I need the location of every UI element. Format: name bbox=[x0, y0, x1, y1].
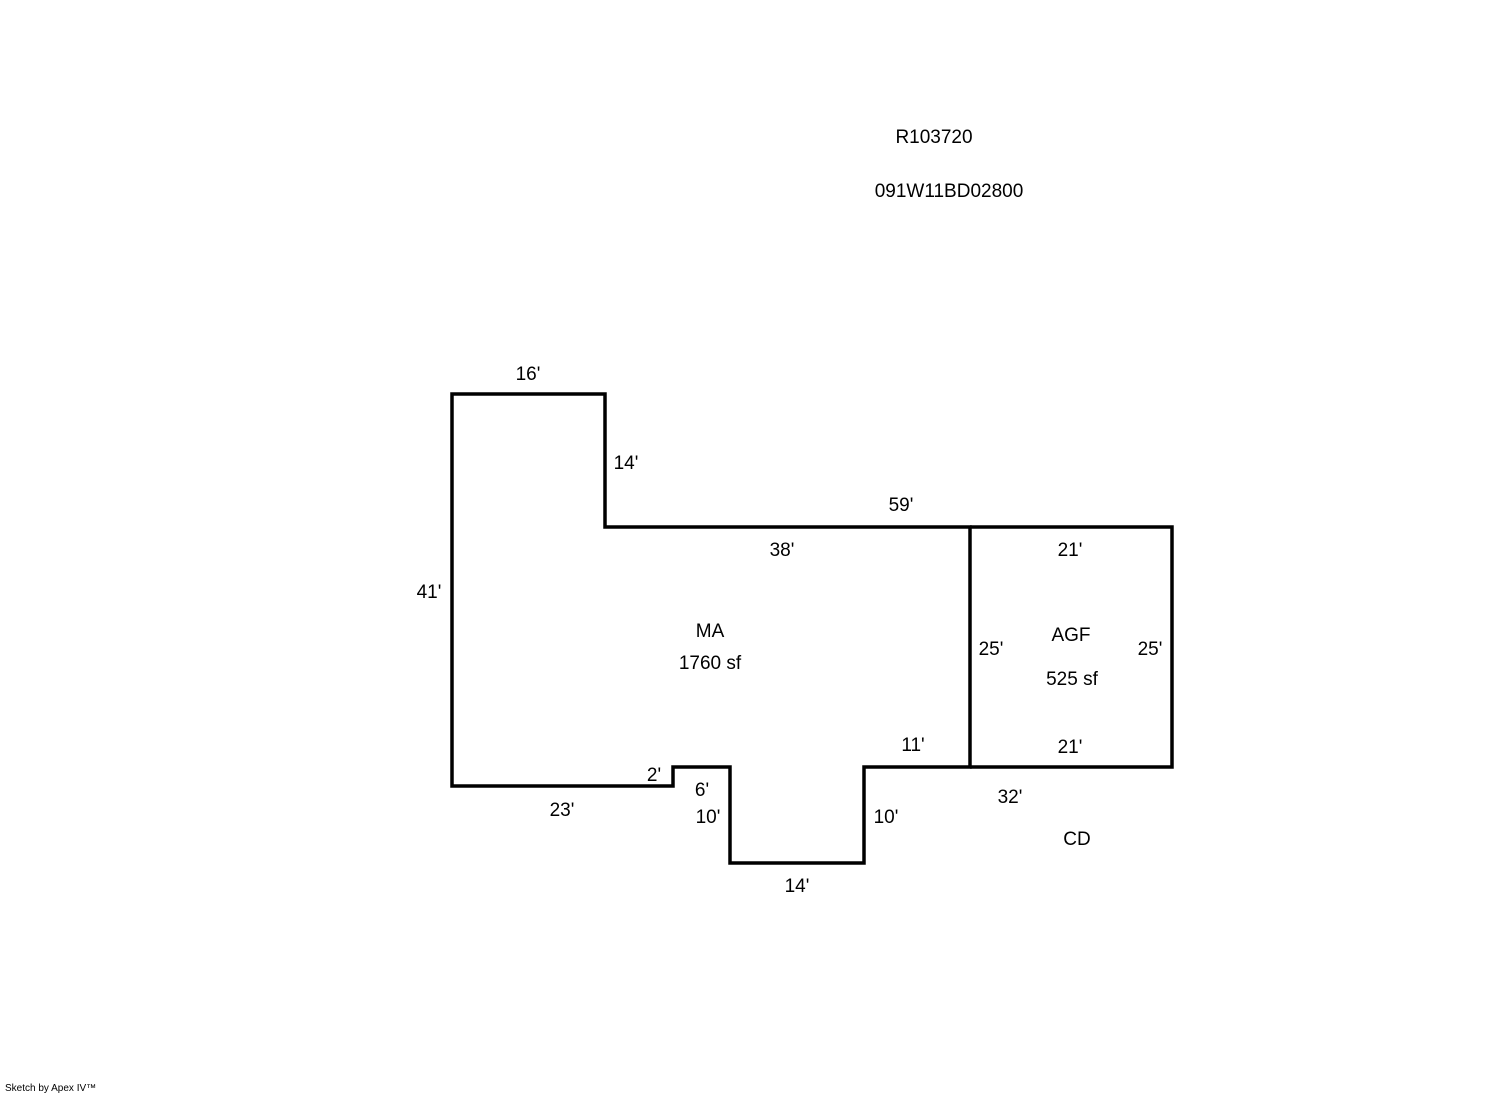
parcel-id: R103720 bbox=[895, 127, 972, 148]
dim-bottom-right-step: 11' bbox=[901, 735, 924, 756]
map-number: 091W11BD02800 bbox=[875, 181, 1024, 202]
garage-area-code: AGF bbox=[1051, 625, 1090, 646]
dim-garage-bottom: 21' bbox=[1058, 737, 1083, 758]
deck-area-code: CD bbox=[1063, 829, 1090, 850]
main-area-outline bbox=[450, 392, 972, 865]
dim-notch-right: 14' bbox=[614, 453, 639, 474]
sketch-credit: Sketch by Apex IV™ bbox=[5, 1083, 96, 1094]
garage-outline bbox=[970, 525, 1174, 769]
dim-deck-span: 32' bbox=[998, 787, 1023, 808]
dim-left: 41' bbox=[417, 582, 442, 603]
dim-bump-left: 10' bbox=[696, 807, 721, 828]
dim-bump-right: 10' bbox=[874, 807, 899, 828]
dim-top-overall: 59' bbox=[889, 495, 914, 516]
garage-area-size: 525 sf bbox=[1046, 669, 1098, 690]
dim-bump-bottom: 14' bbox=[785, 876, 810, 897]
main-area-code: MA bbox=[696, 621, 725, 642]
dim-garage-top: 21' bbox=[1058, 540, 1083, 561]
dim-step-small: 2' bbox=[647, 765, 661, 786]
dim-top-inner: 38' bbox=[770, 540, 795, 561]
dim-step-six: 6' bbox=[695, 780, 709, 801]
main-area-size: 1760 sf bbox=[679, 653, 742, 674]
dim-bottom-left: 23' bbox=[550, 800, 575, 821]
dim-garage-left: 25' bbox=[979, 639, 1004, 660]
dim-top-left: 16' bbox=[516, 364, 541, 385]
dim-garage-right: 25' bbox=[1138, 639, 1163, 660]
